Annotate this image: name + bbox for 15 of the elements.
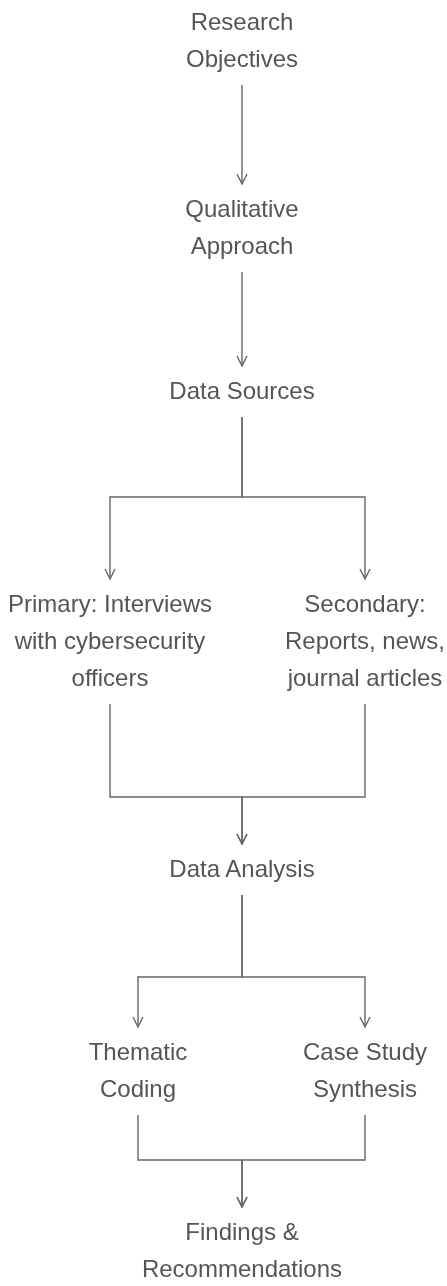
step-label: Thematic Coding (87, 1037, 189, 1104)
step-label: Secondary: Reports, news, journal articles (283, 589, 447, 693)
step-label: Data Analysis (168, 854, 316, 884)
arrow (236, 703, 366, 845)
arrow (236, 84, 248, 185)
step-label: Research Objectives (184, 7, 299, 74)
step-label: Case Study Synthesis (301, 1037, 429, 1104)
arrow (241, 416, 371, 580)
step-label: Data Sources (168, 376, 316, 406)
arrow (236, 271, 248, 367)
arrow (236, 1114, 366, 1208)
arrow (241, 894, 371, 1028)
step-label: Primary: Interviews with cybersecurity officers (6, 589, 213, 693)
step-label: Findings & Recommendations (140, 1217, 344, 1284)
step-label: Qualitative Approach (184, 194, 300, 261)
